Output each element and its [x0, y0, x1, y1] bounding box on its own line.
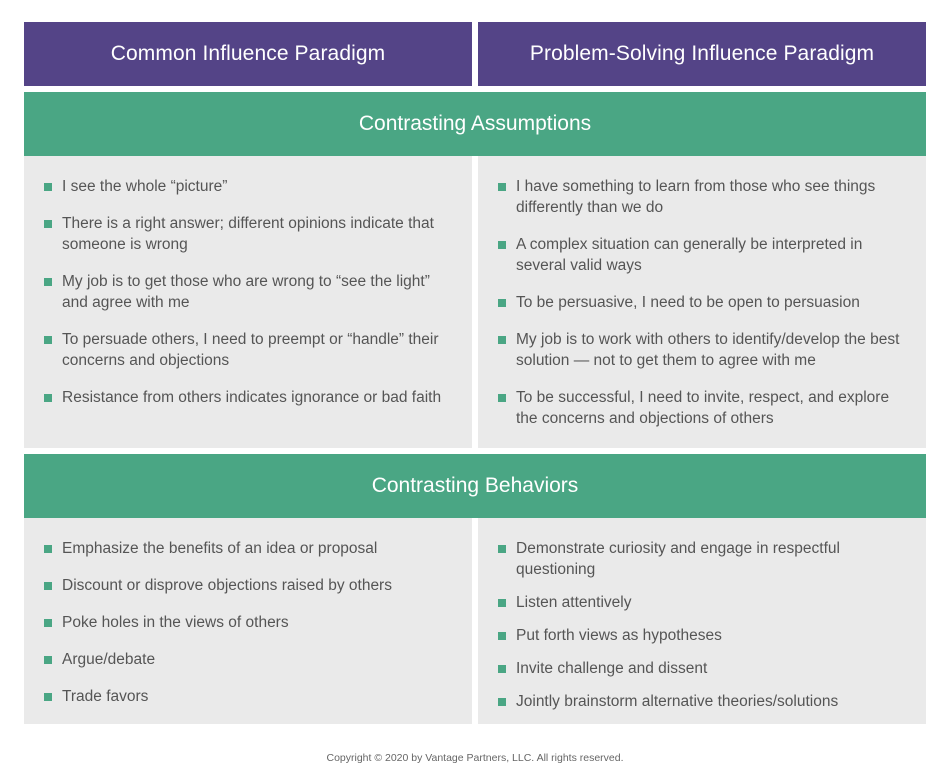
list-item-text: Listen attentively	[516, 594, 632, 611]
list-item: Invite challenge and dissent	[498, 658, 908, 679]
square-bullet-icon	[44, 619, 52, 627]
list-item: Demonstrate curiosity and engage in resp…	[498, 538, 908, 580]
list-item-text: Argue/debate	[62, 651, 156, 668]
square-bullet-icon	[44, 336, 52, 344]
list-item-text: Discount or disprove objections raised b…	[62, 577, 392, 594]
copyright-notice: Copyright © 2020 by Vantage Partners, LL…	[326, 752, 624, 764]
list-item: Poke holes in the views of others	[44, 612, 454, 633]
list-item: Listen attentively	[498, 592, 908, 613]
list-item: To be persuasive, I need to be open to p…	[498, 292, 908, 313]
square-bullet-icon	[498, 545, 506, 553]
assumptions-problem-solving-list: I have something to learn from those who…	[498, 176, 908, 445]
behaviors-common-panel: Emphasize the benefits of an idea or pro…	[24, 518, 472, 724]
square-bullet-icon	[44, 220, 52, 228]
square-bullet-icon	[44, 394, 52, 402]
assumptions-common-list: I see the whole “picture” There is a rig…	[44, 176, 454, 424]
list-item: Put forth views as hypotheses	[498, 625, 908, 646]
header-common-influence-paradigm: Common Influence Paradigm	[24, 22, 472, 86]
square-bullet-icon	[44, 183, 52, 191]
list-item-text: Jointly brainstorm alternative theories/…	[516, 693, 839, 710]
list-item-text: Emphasize the benefits of an idea or pro…	[62, 540, 378, 557]
list-item-text: To be persuasive, I need to be open to p…	[516, 294, 860, 311]
behaviors-problem-solving-panel: Demonstrate curiosity and engage in resp…	[478, 518, 926, 724]
assumptions-common-panel: I see the whole “picture” There is a rig…	[24, 156, 472, 448]
header-problem-solving-influence-paradigm: Problem-Solving Influence Paradigm	[478, 22, 926, 86]
list-item: Discount or disprove objections raised b…	[44, 575, 454, 596]
list-item-text: My job is to get those who are wrong to …	[62, 273, 430, 311]
list-item-text: Trade favors	[62, 688, 149, 705]
list-item: There is a right answer; different opini…	[44, 213, 454, 255]
list-item-text: My job is to work with others to identif…	[516, 331, 900, 369]
list-item-text: I have something to learn from those who…	[516, 178, 876, 216]
square-bullet-icon	[44, 582, 52, 590]
square-bullet-icon	[498, 241, 506, 249]
square-bullet-icon	[498, 336, 506, 344]
square-bullet-icon	[498, 394, 506, 402]
list-item: A complex situation can generally be int…	[498, 234, 908, 276]
square-bullet-icon	[498, 599, 506, 607]
list-item-text: Resistance from others indicates ignoran…	[62, 389, 442, 406]
square-bullet-icon	[44, 656, 52, 664]
behaviors-problem-solving-list: Demonstrate curiosity and engage in resp…	[498, 538, 908, 724]
section-title-contrasting-assumptions: Contrasting Assumptions	[24, 92, 926, 156]
square-bullet-icon	[44, 278, 52, 286]
list-item: Trade favors	[44, 686, 454, 707]
list-item: My job is to get those who are wrong to …	[44, 271, 454, 313]
square-bullet-icon	[498, 183, 506, 191]
list-item: My job is to work with others to identif…	[498, 329, 908, 371]
list-item-text: I see the whole “picture”	[62, 178, 228, 195]
list-item: To persuade others, I need to preempt or…	[44, 329, 454, 371]
list-item: To be successful, I need to invite, resp…	[498, 387, 908, 429]
list-item-text: Poke holes in the views of others	[62, 614, 289, 631]
list-item: Resistance from others indicates ignoran…	[44, 387, 454, 408]
square-bullet-icon	[44, 545, 52, 553]
list-item: Argue/debate	[44, 649, 454, 670]
list-item-text: A complex situation can generally be int…	[516, 236, 863, 274]
list-item: I see the whole “picture”	[44, 176, 454, 197]
square-bullet-icon	[498, 698, 506, 706]
list-item-text: Invite challenge and dissent	[516, 660, 708, 677]
assumptions-problem-solving-panel: I have something to learn from those who…	[478, 156, 926, 448]
square-bullet-icon	[44, 693, 52, 701]
list-item-text: To be successful, I need to invite, resp…	[516, 389, 890, 427]
list-item-text: To persuade others, I need to preempt or…	[62, 331, 439, 369]
square-bullet-icon	[498, 665, 506, 673]
square-bullet-icon	[498, 299, 506, 307]
list-item-text: There is a right answer; different opini…	[62, 215, 434, 253]
section-title-contrasting-behaviors: Contrasting Behaviors	[24, 454, 926, 518]
list-item-text: Demonstrate curiosity and engage in resp…	[516, 540, 840, 578]
list-item-text: Put forth views as hypotheses	[516, 627, 722, 644]
list-item: I have something to learn from those who…	[498, 176, 908, 218]
behaviors-common-list: Emphasize the benefits of an idea or pro…	[44, 538, 454, 723]
square-bullet-icon	[498, 632, 506, 640]
list-item: Emphasize the benefits of an idea or pro…	[44, 538, 454, 559]
list-item: Jointly brainstorm alternative theories/…	[498, 691, 908, 712]
